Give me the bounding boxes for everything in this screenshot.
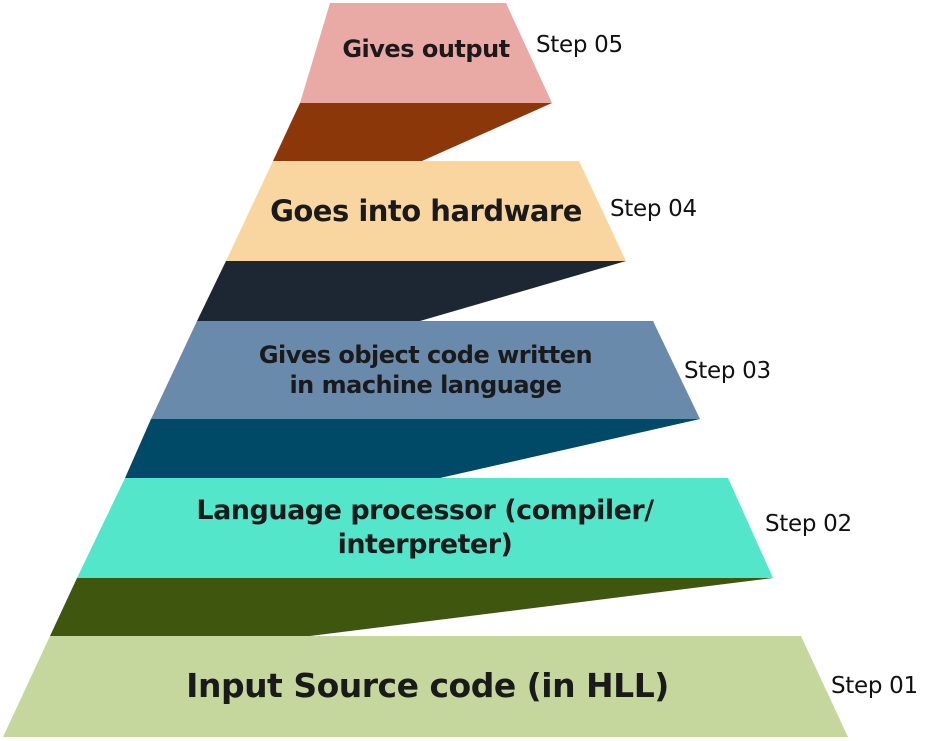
connector-step03-step04 — [197, 261, 626, 321]
step-03-text-line-1: Gives object code written — [258, 341, 593, 369]
connector-step04-step05 — [273, 103, 552, 161]
step-05-text-line: Gives output — [342, 35, 510, 63]
step-04-label: Step 04 — [610, 196, 697, 222]
connector-step02-step03 — [125, 419, 700, 478]
step-03-text: Gives object code written in machine lan… — [151, 321, 700, 419]
step-02-label: Step 02 — [765, 511, 852, 537]
step-03-box — [151, 321, 700, 419]
step-03-text-line-2: in machine language — [289, 371, 562, 399]
step-02-text: Language processor (compiler/ interprete… — [77, 478, 773, 578]
step-04-text-line: Goes into hardware — [270, 193, 582, 228]
step-03-label: Step 03 — [684, 358, 771, 384]
connector-step01-step02 — [50, 578, 773, 636]
step-02-box — [77, 478, 773, 578]
step-02-text-line-2: interpreter) — [337, 529, 513, 560]
step-05-label: Step 05 — [536, 32, 623, 58]
step-05-box — [300, 3, 552, 103]
step-04-text: Goes into hardware — [226, 161, 626, 261]
step-01-text: Input Source code (in HLL) — [5, 636, 850, 736]
step-01-label: Step 01 — [831, 673, 918, 699]
step-04-box — [226, 161, 626, 261]
step-01-box — [3, 636, 848, 737]
step-02-text-line-1: Language processor (compiler/ — [196, 495, 654, 527]
step-01-text-line: Input Source code (in HLL) — [186, 666, 669, 706]
step-05-text: Gives output — [300, 3, 552, 95]
